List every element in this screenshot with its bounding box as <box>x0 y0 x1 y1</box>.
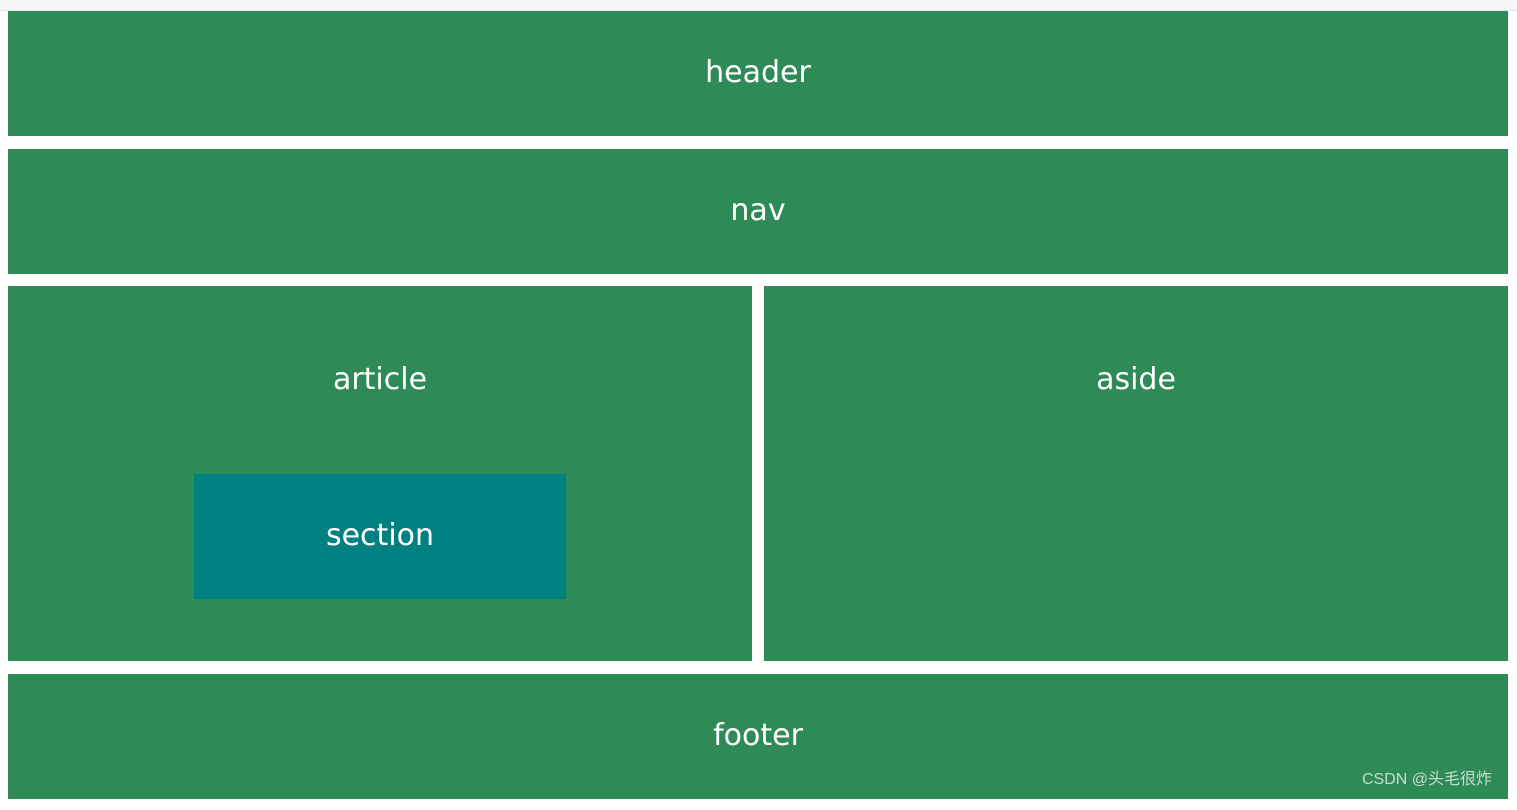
aside-label: aside <box>1096 362 1176 397</box>
section-block: section <box>194 474 566 599</box>
watermark-text: CSDN @头毛很炸 <box>1361 771 1492 788</box>
header-block: header <box>8 11 1508 136</box>
article-block: article section <box>8 286 752 661</box>
article-label: article <box>332 362 428 397</box>
section-label: section <box>325 518 435 553</box>
aside-block: aside <box>764 286 1508 661</box>
footer-block: footer CSDN @头毛很炸 <box>8 674 1508 799</box>
header-label: header <box>705 55 811 90</box>
footer-label: footer <box>713 718 803 753</box>
nav-block: nav <box>8 149 1508 274</box>
browser-top-edge <box>0 0 1517 11</box>
nav-label: nav <box>730 193 786 228</box>
